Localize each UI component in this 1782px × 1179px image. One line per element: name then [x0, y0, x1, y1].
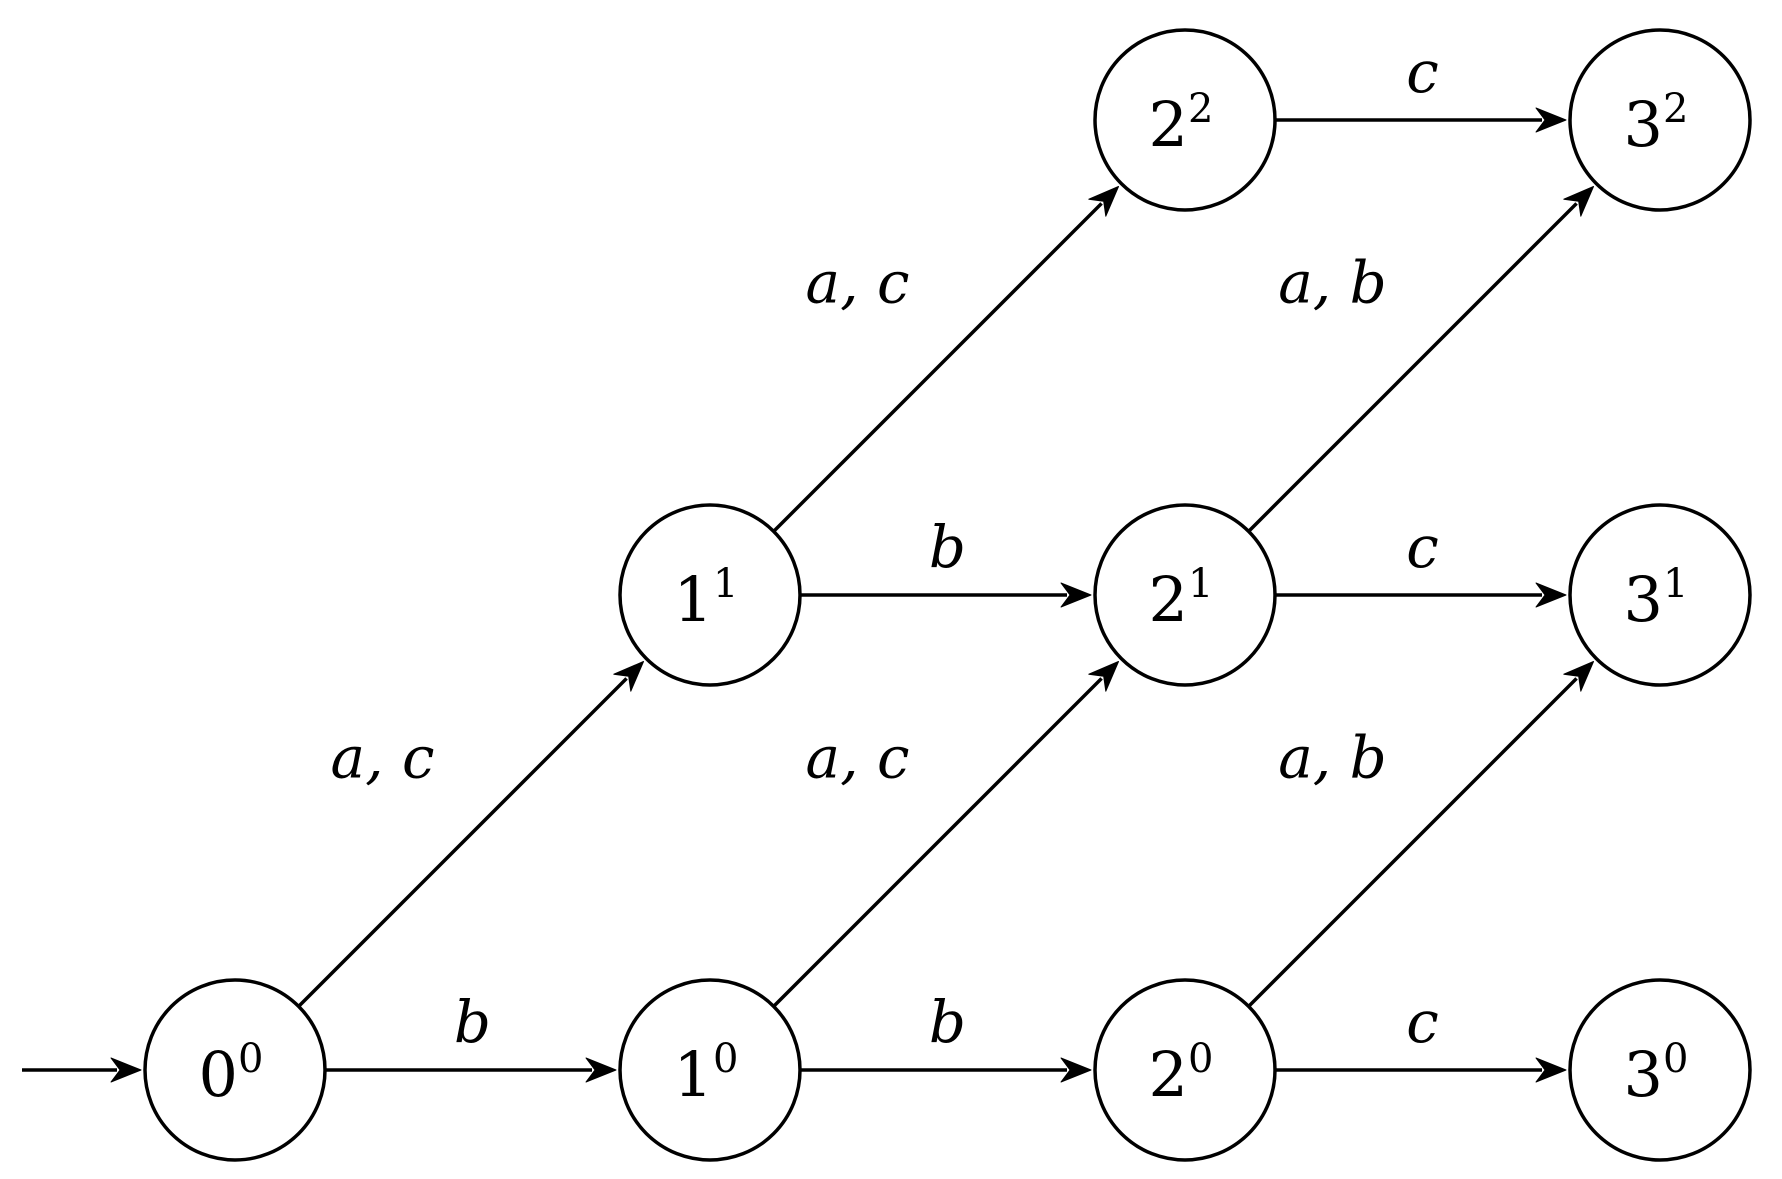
- transition-label: b: [454, 988, 491, 1056]
- transition-arrow-s1_1-s2_2: [772, 186, 1119, 533]
- transition-arrow-s1_0-s2_1: [772, 661, 1119, 1008]
- state-node-s2_0: 20: [1093, 978, 1277, 1162]
- state-node-s2_2: 22: [1093, 28, 1277, 212]
- state-label: 10: [674, 1036, 739, 1111]
- transition-arrow-s1_0-s2_1-line: [772, 677, 1103, 1008]
- transition-arrow-s2_0-s3_0-head: [1535, 1057, 1567, 1083]
- transition-label: b: [929, 988, 966, 1056]
- transition-label: a, c: [331, 724, 435, 792]
- transition-arrow-s2_1-s3_2: [1247, 186, 1594, 533]
- transition-arrow-s1_0-s2_0-head: [1060, 1057, 1092, 1083]
- state-label-superscript: 1: [1188, 561, 1213, 607]
- transition-arrow-s0_0-s1_0-head: [585, 1057, 617, 1083]
- state-label: 00: [199, 1036, 264, 1111]
- transition-arrow-s2_2-s3_2: [1275, 107, 1567, 133]
- transition-arrow-s0_0-s1_1-line: [297, 677, 628, 1008]
- state-label-base: 2: [1149, 1038, 1188, 1111]
- state-label: 22: [1149, 86, 1214, 161]
- state-label-superscript: 1: [713, 561, 738, 607]
- state-label: 11: [674, 561, 739, 636]
- state-label: 31: [1624, 561, 1689, 636]
- state-node-s3_0: 30: [1568, 978, 1752, 1162]
- initial-arrow-head: [110, 1057, 142, 1083]
- transition-label: a, b: [1278, 724, 1387, 792]
- state-circle: [618, 503, 802, 687]
- state-node-s3_2: 32: [1568, 28, 1752, 212]
- state-circle: [1568, 978, 1752, 1162]
- transition-label: a, b: [1278, 249, 1387, 317]
- state-circle: [1568, 503, 1752, 687]
- state-node-s0_0: 00: [143, 978, 327, 1162]
- transition-arrow-s2_2-s3_2-head: [1535, 107, 1567, 133]
- state-label-base: 3: [1624, 563, 1663, 636]
- state-circle: [1093, 978, 1277, 1162]
- state-label-base: 3: [1624, 1038, 1663, 1111]
- transition-arrow-s2_1-s3_1: [1275, 582, 1567, 608]
- state-label: 32: [1624, 86, 1689, 161]
- transition-arrow-s1_0-s2_1-head: [1088, 661, 1119, 692]
- transition-label: c: [1406, 988, 1438, 1056]
- state-label-superscript: 2: [1188, 86, 1213, 132]
- transition-arrow-s2_1-s3_2-line: [1247, 202, 1578, 533]
- transition-label: c: [1406, 38, 1438, 106]
- transition-label: b: [929, 513, 966, 581]
- state-label-superscript: 0: [1188, 1036, 1213, 1082]
- state-circle: [618, 978, 802, 1162]
- state-label-superscript: 1: [1663, 561, 1688, 607]
- transition-arrow-s1_1-s2_1: [800, 582, 1092, 608]
- state-node-s1_0: 10: [618, 978, 802, 1162]
- state-label-base: 2: [1149, 563, 1188, 636]
- state-label-superscript: 0: [1663, 1036, 1688, 1082]
- transition-arrow-s0_0-s1_0: [325, 1057, 617, 1083]
- transition-arrow-s2_0-s3_0: [1275, 1057, 1567, 1083]
- transition-arrow-s2_0-s3_1-head: [1563, 661, 1594, 692]
- initial-arrow: [22, 1057, 142, 1083]
- state-circle: [1093, 503, 1277, 687]
- state-label-base: 0: [199, 1038, 238, 1111]
- state-label-superscript: 0: [713, 1036, 738, 1082]
- transition-arrow-s2_0-s3_1: [1247, 661, 1594, 1008]
- state-circle: [1093, 28, 1277, 212]
- state-label-base: 1: [674, 563, 713, 636]
- state-node-s3_1: 31: [1568, 503, 1752, 687]
- transition-arrow-s1_1-s2_1-head: [1060, 582, 1092, 608]
- state-circle: [143, 978, 327, 1162]
- transition-label: c: [1406, 513, 1438, 581]
- transition-label: a, c: [806, 249, 910, 317]
- state-circle: [1568, 28, 1752, 212]
- state-label: 21: [1149, 561, 1214, 636]
- transition-arrow-s1_1-s2_2-line: [772, 202, 1103, 533]
- state-label-superscript: 0: [238, 1036, 263, 1082]
- transition-arrow-s0_0-s1_1: [297, 661, 644, 1008]
- transition-arrow-s1_0-s2_0: [800, 1057, 1092, 1083]
- transition-label: a, c: [806, 724, 910, 792]
- state-label-superscript: 2: [1663, 86, 1688, 132]
- state-label: 20: [1149, 1036, 1214, 1111]
- transition-arrow-s2_1-s3_2-head: [1563, 186, 1594, 217]
- state-label-base: 3: [1624, 88, 1663, 161]
- transition-arrow-s2_0-s3_1-line: [1247, 677, 1578, 1008]
- state-label-base: 2: [1149, 88, 1188, 161]
- transition-arrow-s2_1-s3_1-head: [1535, 582, 1567, 608]
- state-node-s1_1: 11: [618, 503, 802, 687]
- transition-arrow-s0_0-s1_1-head: [613, 661, 644, 692]
- state-label: 30: [1624, 1036, 1689, 1111]
- transition-arrow-s1_1-s2_2-head: [1088, 186, 1119, 217]
- state-label-base: 1: [674, 1038, 713, 1111]
- state-node-s2_1: 21: [1093, 503, 1277, 687]
